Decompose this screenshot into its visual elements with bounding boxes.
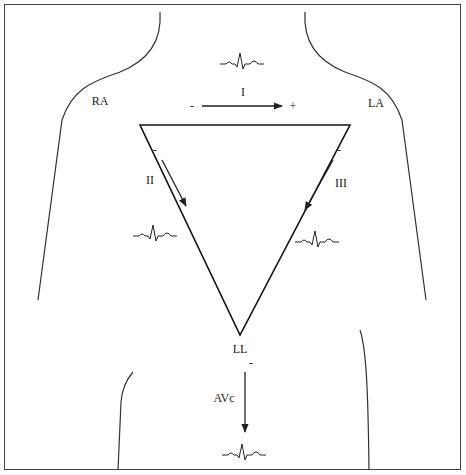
ecg-waveform xyxy=(295,231,339,247)
ecg-waveform xyxy=(222,444,266,460)
frame xyxy=(5,5,461,470)
limb-electrode: LA xyxy=(368,97,384,109)
polarity-sign: - xyxy=(190,100,194,112)
ecg-waveform xyxy=(133,225,177,241)
lead-arrow xyxy=(244,372,245,432)
limb-electrode: RA xyxy=(92,95,109,107)
einthoven-triangle xyxy=(140,125,350,335)
polarity-sign: - xyxy=(249,357,253,369)
right-shoulder-arm xyxy=(305,12,426,300)
polarity-sign: - xyxy=(337,144,341,156)
polarity-sign: + xyxy=(290,100,297,112)
limb-electrode: LL xyxy=(233,343,248,355)
polarity-sign: - xyxy=(153,144,157,156)
lead-name: I xyxy=(241,86,245,98)
ecg-waveforms xyxy=(133,53,339,460)
right-torso xyxy=(360,330,369,470)
ecg-waveform xyxy=(220,53,264,69)
lead-arrow xyxy=(202,105,282,106)
lead-arrow xyxy=(162,160,186,206)
lead-name: AVc xyxy=(213,392,234,404)
lead-arrow xyxy=(305,160,333,210)
lead-name: II xyxy=(146,174,154,186)
left-torso xyxy=(118,372,133,470)
lead-arrows xyxy=(162,106,333,432)
body-outline xyxy=(38,12,426,470)
lead-name: III xyxy=(335,177,347,189)
left-shoulder-arm xyxy=(38,12,160,300)
